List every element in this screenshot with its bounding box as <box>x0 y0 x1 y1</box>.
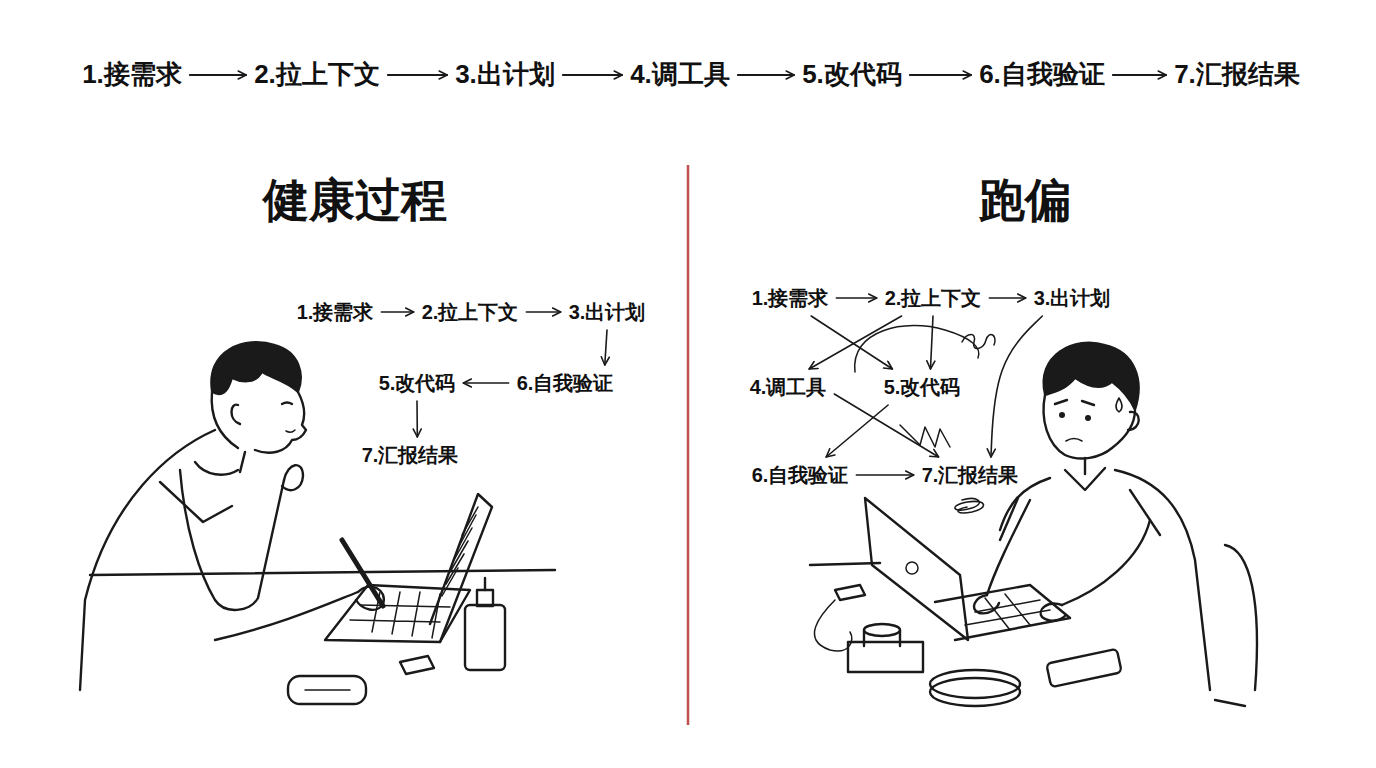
step-label: 4.调工具 <box>750 375 827 399</box>
flow-arrow <box>381 311 413 313</box>
flow-arrow <box>416 401 418 437</box>
flow-arrow <box>836 297 876 299</box>
step-label: 5.改代码 <box>884 375 961 399</box>
worried-person <box>810 342 1257 706</box>
step-label: 1.接需求 <box>297 300 374 324</box>
panel-heading: 跑偏 <box>979 174 1071 227</box>
flow-arrow <box>526 311 560 313</box>
step-text: 1.接需求 <box>78 57 186 92</box>
step-label: 2.拉上下文 <box>885 286 982 310</box>
step-text: 5.改代码 <box>375 369 460 397</box>
step-label: 4.调工具 <box>630 59 730 90</box>
step-text: 4.调工具 <box>746 373 831 401</box>
step-text: 2.拉上下文 <box>418 298 523 326</box>
step-label: 3.出计划 <box>569 300 646 324</box>
step-label: 7.汇报结果 <box>362 443 459 467</box>
panel-heading: 健康过程 <box>263 174 447 227</box>
flow-arrow <box>388 74 447 76</box>
flow-arrow <box>605 330 607 365</box>
calm-person <box>80 342 555 704</box>
flow-arrow <box>834 394 938 457</box>
step-label: 7.汇报结果 <box>922 463 1019 487</box>
step-label: 3.出计划 <box>1034 286 1111 310</box>
step-text: 7.汇报结果 <box>918 461 1023 489</box>
step-text: 3.出计划 <box>451 57 559 92</box>
step-text: 2.拉上下文 <box>881 284 986 312</box>
step-text: 7.汇报结果 <box>1170 57 1304 92</box>
flow-arrow <box>738 74 794 76</box>
step-text: 5.改代码 <box>798 57 906 92</box>
step-label: 5.改代码 <box>802 59 902 90</box>
step-text: 3.出计划 <box>1030 284 1115 312</box>
step-text: 6.自我验证 <box>513 369 618 397</box>
step-text: 4.调工具 <box>626 57 734 92</box>
step-label: 3.出计划 <box>455 59 555 90</box>
step-label: 7.汇报结果 <box>1174 59 1300 90</box>
step-text: 7.汇报结果 <box>358 441 463 469</box>
flow-arrow <box>563 74 622 76</box>
flow-arrow <box>826 405 888 457</box>
panel-divider <box>687 165 690 725</box>
step-label: 1.接需求 <box>752 286 829 310</box>
step-text: 1.接需求 <box>293 298 378 326</box>
flow-arrow <box>463 382 508 384</box>
step-label: 2.拉上下文 <box>254 59 380 90</box>
step-text: 1.接需求 <box>748 284 833 312</box>
step-label: 6.自我验证 <box>517 371 614 395</box>
step-label: 5.改代码 <box>379 371 456 395</box>
step-label: 2.拉上下文 <box>422 300 519 324</box>
flow-arrow <box>856 474 913 476</box>
step-text: 5.改代码 <box>880 373 965 401</box>
step-text: 6.自我验证 <box>748 461 853 489</box>
step-text: 6.自我验证 <box>975 57 1109 92</box>
step-label: 1.接需求 <box>82 59 182 90</box>
flow-arrow <box>910 74 971 76</box>
step-text: 2.拉上下文 <box>250 57 384 92</box>
step-label: 6.自我验证 <box>752 463 849 487</box>
flow-arrow <box>1113 74 1166 76</box>
flow-arrow <box>930 316 933 369</box>
flow-arrow <box>989 297 1025 299</box>
flow-arrow <box>809 316 901 369</box>
step-label: 6.自我验证 <box>979 59 1105 90</box>
flow-arrow <box>991 316 1042 457</box>
flow-arrow <box>190 74 246 76</box>
step-text: 3.出计划 <box>565 298 650 326</box>
